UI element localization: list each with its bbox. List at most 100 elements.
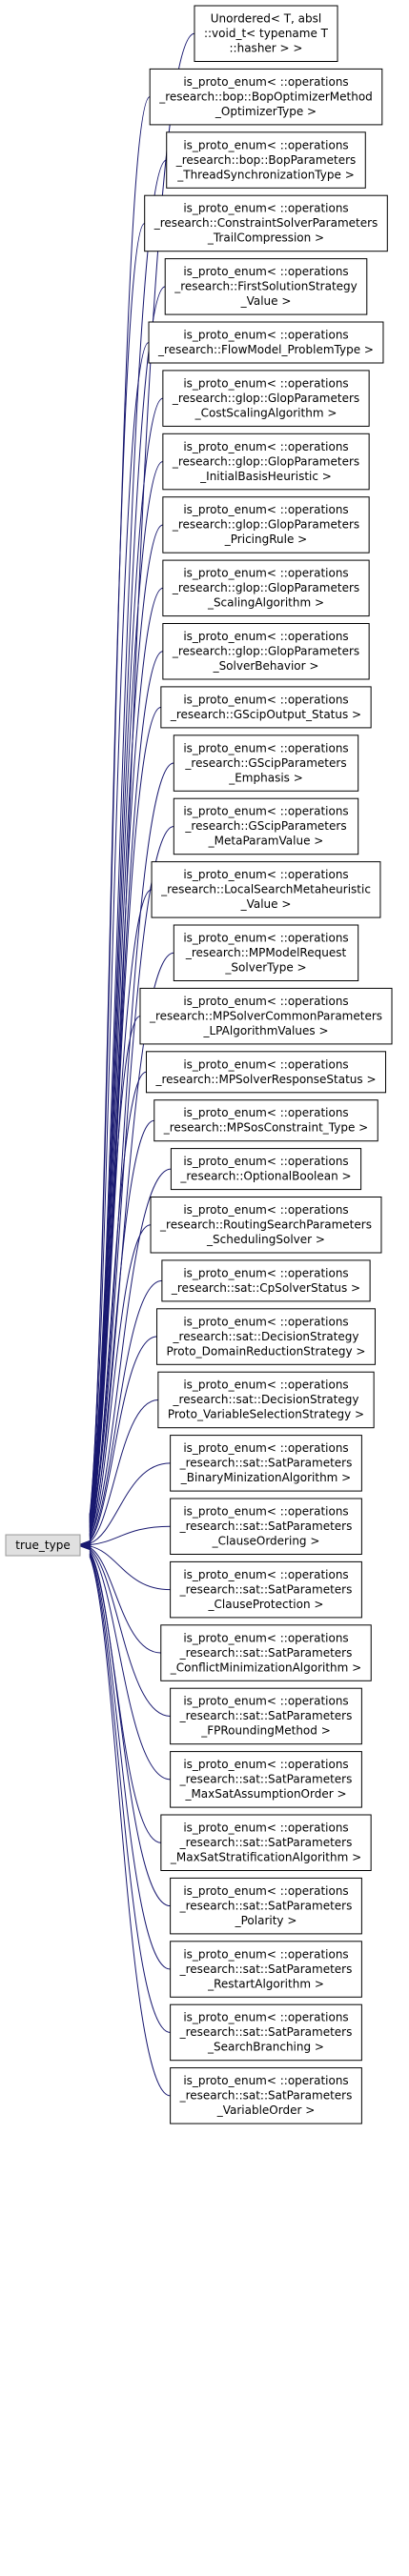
derived-class-node[interactable]: is_proto_enum< ::operations_research::sa…: [170, 1498, 362, 1555]
class-box: [156, 1308, 376, 1365]
class-box: [170, 2003, 362, 2062]
inheritance-edge: [89, 1399, 158, 1543]
class-label-line: _research::sat::SatParameters: [179, 1709, 353, 1722]
derived-class-node[interactable]: is_proto_enum< ::operations_research::MP…: [139, 987, 393, 1045]
derived-class-node[interactable]: is_proto_enum< ::operations_research::gl…: [162, 496, 370, 553]
class-label-line: _research::sat::SatParameters: [179, 1457, 353, 1470]
derived-class-node[interactable]: is_proto_enum< ::operations_research::bo…: [166, 131, 366, 189]
derived-class-node[interactable]: is_proto_enum< ::operations_research::MP…: [153, 1099, 378, 1142]
inheritance-edge: [89, 1553, 171, 1970]
derived-class-node[interactable]: is_proto_enum< ::operations_research::sa…: [170, 1751, 362, 1808]
class-label-line: _research::bop::BopOptimizerMethod: [158, 90, 373, 103]
class-box: [162, 559, 370, 617]
derived-class-node[interactable]: is_proto_enum< ::operations_research::sa…: [170, 1941, 362, 1998]
class-box: [160, 1624, 372, 1681]
inheritance-edge: [89, 222, 146, 1519]
class-box: [162, 433, 370, 491]
derived-class-node[interactable]: is_proto_enum< ::operations_research::Ro…: [150, 1197, 382, 1254]
class-label-line: is_proto_enum< ::operations: [183, 1631, 348, 1644]
derived-class-node[interactable]: is_proto_enum< ::operations_research::sa…: [170, 2067, 362, 2124]
derived-class-node[interactable]: Unordered< T, absl::void_t< typename T::…: [194, 5, 338, 62]
derived-class-node[interactable]: is_proto_enum< ::operations_research::gl…: [162, 370, 370, 427]
inheritance-edge: [89, 1462, 171, 1544]
class-label-line: is_proto_enum< ::operations: [183, 1695, 348, 1708]
class-label-line: _research::MPSosConstraint_Type >: [163, 1121, 368, 1135]
class-label-line: is_proto_enum< ::operations: [183, 932, 348, 945]
inheritance-edge: [89, 1016, 141, 1536]
inheritance-edge: [89, 1525, 171, 1546]
class-label-line: _research::glop::GlopParameters: [172, 645, 359, 658]
derived-class-node[interactable]: is_proto_enum< ::operations_research::Op…: [170, 1148, 362, 1191]
class-box: [162, 370, 370, 427]
class-box: [153, 1099, 378, 1142]
class-label-line: is_proto_enum< ::operations: [183, 202, 348, 215]
inheritance-edge: [89, 1279, 162, 1540]
inheritance-edge: [89, 1224, 152, 1540]
derived-class-node[interactable]: is_proto_enum< ::operations_research::bo…: [149, 68, 383, 126]
derived-class-node[interactable]: is_proto_enum< ::operations_research::sa…: [170, 1877, 362, 1935]
class-label-line: _research::GScipOutput_Status >: [170, 708, 361, 721]
class-label-line: is_proto_enum< ::operations: [183, 329, 348, 342]
class-box: [160, 686, 372, 729]
class-label-line: _research::RoutingSearchParameters: [159, 1218, 372, 1232]
derived-class-node[interactable]: is_proto_enum< ::operations_research::sa…: [170, 1560, 362, 1619]
class-box: [144, 194, 388, 252]
class-label-line: _research::sat::SatParameters: [179, 2089, 353, 2103]
class-label-line: _research::glop::GlopParameters: [172, 392, 359, 405]
class-label-line: _research::sat::SatParameters: [179, 1836, 353, 1849]
inheritance-edge: [89, 1556, 171, 2097]
class-label-line: _research::FirstSolutionStrategy: [174, 280, 358, 293]
derived-class-node[interactable]: is_proto_enum< ::operations_research::GS…: [160, 686, 372, 729]
class-label-line: is_proto_enum< ::operations: [183, 2074, 348, 2087]
derived-class-node[interactable]: is_proto_enum< ::operations_research::MP…: [173, 924, 359, 981]
base-class-box: [5, 1534, 81, 1557]
class-label-line: _ThreadSynchronizationType >: [176, 168, 355, 181]
class-box: [170, 2067, 362, 2124]
class-box: [145, 1051, 387, 1094]
arrowheads: [78, 1540, 92, 1551]
class-box: [170, 1751, 362, 1808]
inheritance-edge: [89, 825, 174, 1532]
derived-class-node[interactable]: is_proto_enum< ::operations_research::sa…: [160, 1624, 372, 1681]
inheritance-edges: [78, 32, 195, 2097]
base-class-node[interactable]: true_type: [5, 1534, 81, 1557]
class-box: [170, 1498, 362, 1555]
class-label-line: _ConflictMinimizationAlgorithm >: [170, 1660, 361, 1674]
derived-class-node[interactable]: is_proto_enum< ::operations_research::GS…: [173, 797, 359, 855]
derived-class-node[interactable]: is_proto_enum< ::operations_research::sa…: [161, 1259, 371, 1302]
inheritance-edge: [89, 1119, 154, 1538]
derived-class-node[interactable]: is_proto_enum< ::operations_research::sa…: [170, 1687, 362, 1745]
class-label-line: _ClauseOrdering >: [212, 1535, 320, 1548]
derived-class-node[interactable]: is_proto_enum< ::operations_research::gl…: [162, 559, 370, 617]
derived-class-node[interactable]: is_proto_enum< ::operations_research::sa…: [156, 1308, 376, 1365]
inheritance-edge: [89, 524, 164, 1525]
class-label-line: _BinaryMinizationAlgorithm >: [180, 1471, 351, 1484]
class-label-line: is_proto_enum< ::operations: [183, 1884, 348, 1898]
derived-class-node[interactable]: is_proto_enum< ::operations_research::sa…: [170, 1435, 362, 1492]
derived-class-node[interactable]: is_proto_enum< ::operations_research::Fi…: [164, 258, 368, 315]
derived-class-node[interactable]: is_proto_enum< ::operations_research::GS…: [173, 735, 359, 792]
derived-class-node[interactable]: is_proto_enum< ::operations_research::gl…: [162, 623, 370, 680]
derived-class-node[interactable]: is_proto_enum< ::operations_research::Lo…: [151, 861, 381, 918]
derived-class-node[interactable]: is_proto_enum< ::operations_research::Co…: [144, 194, 388, 252]
class-label-line: is_proto_enum< ::operations: [183, 1155, 348, 1168]
derived-class-node[interactable]: is_proto_enum< ::operations_research::gl…: [162, 433, 370, 491]
class-label-line: _research::GScipParameters: [184, 819, 346, 833]
derived-class-node[interactable]: is_proto_enum< ::operations_research::Fl…: [148, 321, 384, 364]
inheritance-edge: [89, 1546, 161, 1654]
class-box: [161, 1259, 371, 1302]
derived-class-node[interactable]: is_proto_enum< ::operations_research::MP…: [145, 1051, 387, 1094]
derived-class-node[interactable]: is_proto_enum< ::operations_research::sa…: [170, 2003, 362, 2062]
class-label-line: is_proto_enum< ::operations: [183, 1106, 348, 1119]
class-label-line: is_proto_enum< ::operations: [183, 1758, 348, 1771]
class-label-line: _research::sat::SatParameters: [179, 1519, 353, 1533]
class-box: [157, 1371, 375, 1429]
class-label-line: _TrailCompression >: [207, 231, 324, 245]
class-label-line: _research::bop::BopParameters: [175, 153, 357, 167]
class-label-line: _Value >: [240, 294, 292, 308]
inheritance-edge: [89, 1549, 171, 1781]
derived-class-node[interactable]: is_proto_enum< ::operations_research::sa…: [157, 1371, 375, 1429]
derived-class-node[interactable]: is_proto_enum< ::operations_research::sa…: [160, 1814, 372, 1871]
class-label-line: _SchedulingSolver >: [206, 1233, 325, 1246]
